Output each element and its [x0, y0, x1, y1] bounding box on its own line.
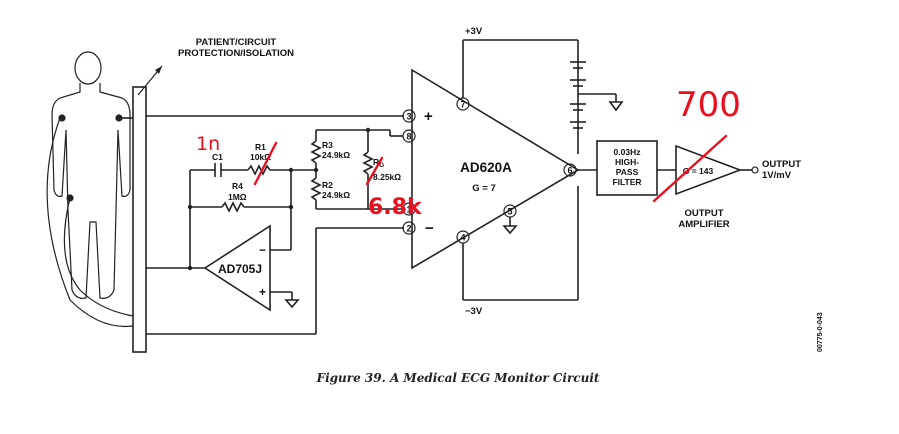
rg-name: RG — [373, 157, 384, 169]
annotation-gain-700: 700 — [676, 85, 741, 125]
output-label-line2: 1V/mV — [762, 170, 792, 181]
output-label-line1: OUTPUT — [762, 159, 801, 170]
r1-value: 10kΩ — [250, 152, 271, 162]
filter-line3: PASS — [616, 167, 639, 177]
ad705j-minus: − — [259, 243, 266, 257]
high-pass-filter: 0.03Hz HIGH- PASS FILTER — [596, 140, 658, 196]
protection-label-line2: PROTECTION/ISOLATION — [178, 48, 294, 59]
protection-label-line1: PATIENT/CIRCUIT — [196, 37, 277, 48]
r3-name: R3 — [322, 140, 333, 150]
pin-6: 6 — [567, 166, 572, 176]
ad705j-label: AD705J — [218, 262, 262, 276]
ad620a-amplifier: AD620A G = 7 + − — [411, 68, 580, 270]
pin-8: 8 — [406, 132, 411, 142]
pin-1: 1 — [406, 205, 411, 215]
minus-input-sign: − — [425, 220, 434, 237]
positive-supply-label: +3V — [465, 26, 483, 37]
output-amp-gain: G = 143 — [683, 166, 714, 176]
ref-ground — [502, 217, 518, 235]
output-amp-label-line2: AMPLIFIER — [678, 219, 729, 230]
ad620a-gain: G = 7 — [472, 183, 496, 194]
patient-figure — [46, 51, 134, 328]
handwritten-annotations: 1n 6.8k 700 — [196, 85, 741, 220]
r4-value: 1MΩ — [228, 192, 247, 202]
plus-input-sign: + — [424, 108, 433, 125]
isolation-barrier — [132, 86, 147, 353]
ad705j-plus: + — [259, 285, 266, 299]
r4-name: R4 — [232, 181, 243, 191]
rld-network: C1 R1 10kΩ R4 1MΩ — [187, 142, 316, 271]
r2-name: R2 — [322, 180, 333, 190]
rg-value: 8.25kΩ — [373, 172, 401, 182]
input-wires — [119, 115, 404, 335]
filter-line4: FILTER — [612, 177, 641, 187]
ad705j-amplifier: AD705J − + — [203, 224, 300, 312]
pin-7: 7 — [460, 100, 465, 110]
pin-5: 5 — [507, 207, 512, 217]
figure-caption: Figure 39. A Medical ECG Monitor Circuit — [316, 371, 600, 385]
output-amplifier: G = 143 OUTPUT AMPLIFIER OUTPUT 1V/mV — [675, 144, 801, 230]
supply-rails: +3V −3V — [462, 26, 624, 317]
output-amp-label-line1: OUTPUT — [684, 208, 723, 219]
pin-4: 4 — [460, 233, 465, 243]
r2-value: 24.9kΩ — [322, 190, 350, 200]
doc-code: 00775-0-043 — [817, 312, 824, 352]
c1-name: C1 — [212, 152, 223, 162]
negative-supply-label: −3V — [465, 306, 483, 317]
pin-3: 3 — [406, 112, 411, 122]
filter-line1: 0.03Hz — [614, 147, 641, 157]
annotation-c1-1n: 1n — [196, 133, 220, 155]
r1-name: R1 — [255, 142, 266, 152]
r3-value: 24.9kΩ — [322, 150, 350, 160]
annotation-rg-6-8k: 6.8k — [368, 195, 423, 220]
ad620a-label: AD620A — [460, 160, 512, 175]
gain-network: R3 24.9kΩ R2 24.9kΩ RG 8.25kΩ — [310, 127, 403, 210]
pin-2: 2 — [406, 224, 411, 234]
filter-line2: HIGH- — [615, 157, 639, 167]
